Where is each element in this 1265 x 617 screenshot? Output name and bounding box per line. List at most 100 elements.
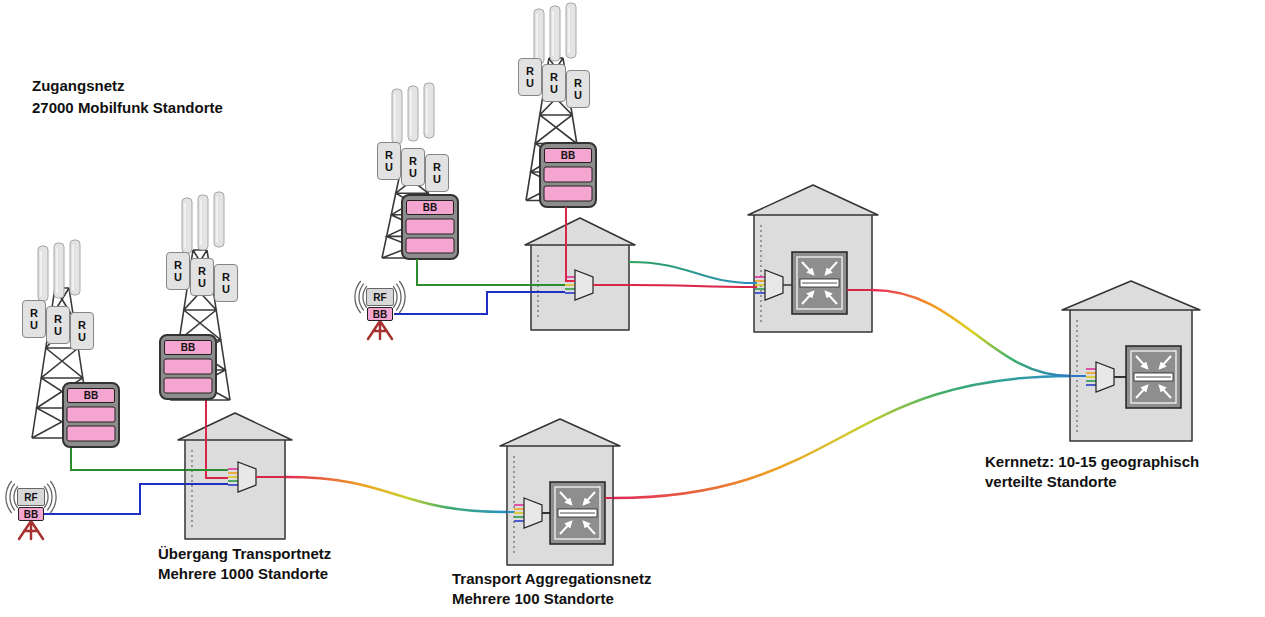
unit-label: RU	[408, 155, 419, 179]
access-link	[417, 259, 565, 285]
building-door	[191, 450, 192, 530]
unit-label: BB	[181, 342, 195, 353]
mast-legs	[19, 521, 43, 539]
unit-label: BB	[373, 309, 387, 320]
radio-unit: RU	[542, 64, 566, 102]
network-tier-label: Zugangsnetz	[32, 76, 125, 96]
radio-unit: RU	[190, 258, 214, 296]
mast-legs	[368, 321, 392, 339]
radio-unit: RU	[70, 312, 94, 350]
radio-unit: RU	[425, 154, 449, 192]
site-caption: Mehrere 100 Standorte	[452, 589, 651, 609]
baseband-cabinet	[160, 335, 216, 399]
unit-label: RU	[29, 307, 40, 331]
building-shape	[178, 413, 292, 539]
site-caption: Mehrere 1000 Standorte	[158, 564, 331, 584]
antenna-panels	[182, 192, 224, 253]
baseband-unit: BB	[164, 340, 212, 355]
switch-symbol	[792, 252, 847, 314]
internal-link	[256, 476, 285, 478]
internal-link	[783, 284, 792, 286]
site-caption: Übergang Transportnetz	[158, 544, 331, 564]
radio-unit: RU	[401, 148, 425, 186]
switch-symbol	[1126, 346, 1181, 408]
internal-link	[605, 497, 613, 499]
site-caption-block: Transport AggregationsnetzMehrere 100 St…	[452, 569, 651, 609]
unit-label: RU	[77, 319, 88, 343]
radio-unit: RU	[22, 300, 46, 338]
fiber-link	[593, 284, 629, 286]
fiber-link	[847, 289, 872, 291]
building-door	[537, 255, 538, 320]
unit-label: BB	[24, 509, 38, 520]
internal-link	[507, 511, 514, 513]
unit-label: RU	[573, 77, 584, 101]
baseband-cabinet	[540, 143, 596, 207]
site-building: Transport AggregationsnetzMehrere 100 St…	[500, 418, 620, 566]
baseband-unit: BB	[367, 307, 393, 321]
fiber-link	[629, 262, 757, 283]
radio-unit: RU	[46, 306, 70, 344]
unit-label: RF	[24, 492, 37, 503]
network-link	[285, 477, 507, 512]
internal-link	[1114, 376, 1126, 378]
baseband-unit: BB	[406, 200, 454, 215]
access-link	[394, 292, 565, 314]
unit-label: RU	[53, 313, 64, 337]
antenna-panels	[38, 240, 80, 301]
rf-unit: RF	[17, 488, 45, 506]
baseband-cabinet	[63, 383, 119, 447]
building-shape	[500, 419, 620, 565]
building-door	[760, 225, 761, 322]
multiplexer-symbol	[228, 462, 256, 492]
internal-link	[185, 469, 228, 471]
baseband-unit: BB	[544, 148, 592, 163]
network-tier-label: 27000 Mobilfunk Standorte	[32, 98, 223, 118]
fiber-link	[629, 285, 757, 287]
site-building	[525, 218, 635, 330]
multiplexer-symbol	[565, 270, 593, 300]
unit-label: BB	[423, 202, 437, 213]
building-door	[513, 456, 514, 556]
network-link	[44, 484, 185, 514]
unit-label: RU	[549, 71, 560, 95]
unit-label: BB	[84, 390, 98, 401]
unit-label: BB	[561, 150, 575, 161]
radio-unit: RU	[377, 142, 401, 180]
unit-label: RU	[221, 271, 232, 295]
multiplexer-symbol	[755, 270, 783, 300]
site-caption-block: Übergang TransportnetzMehrere 1000 Stand…	[158, 544, 331, 584]
radio-unit: RU	[166, 252, 190, 290]
unit-label: RF	[373, 292, 386, 303]
unit-label: RU	[197, 265, 208, 289]
multiplexer-symbol	[1086, 362, 1114, 392]
building-outline	[1062, 280, 1200, 442]
internal-link	[185, 483, 228, 485]
building-outline	[500, 418, 620, 566]
multiplexer-symbol	[514, 498, 542, 528]
internal-link	[542, 512, 550, 514]
site-caption: Transport Aggregationsnetz	[452, 569, 651, 589]
radio-unit: RU	[566, 70, 590, 108]
site-building: Kernnetz: 10-15 geographisch verteilte S…	[1062, 280, 1200, 442]
radio-unit: RU	[214, 264, 238, 302]
unit-label: RU	[173, 259, 184, 283]
switch-symbol	[550, 482, 605, 544]
antenna-panels	[534, 3, 576, 64]
unit-label: RU	[384, 149, 395, 173]
baseband-cabinet	[402, 195, 458, 259]
fiber-link	[872, 290, 1070, 376]
internal-link	[1070, 375, 1086, 377]
site-caption-block: Kernnetz: 10-15 geographisch verteilte S…	[985, 452, 1235, 492]
site-caption: Kernnetz: 10-15 geographisch verteilte S…	[985, 452, 1235, 492]
baseband-unit: BB	[18, 507, 44, 521]
unit-label: RU	[432, 161, 443, 185]
building-shape	[1062, 281, 1200, 441]
baseband-unit: BB	[67, 388, 115, 403]
site-building: Übergang TransportnetzMehrere 1000 Stand…	[178, 412, 292, 540]
unit-label: RU	[525, 65, 536, 89]
building-outline	[178, 412, 292, 540]
radio-unit: RU	[518, 58, 542, 96]
access-link	[566, 207, 575, 281]
